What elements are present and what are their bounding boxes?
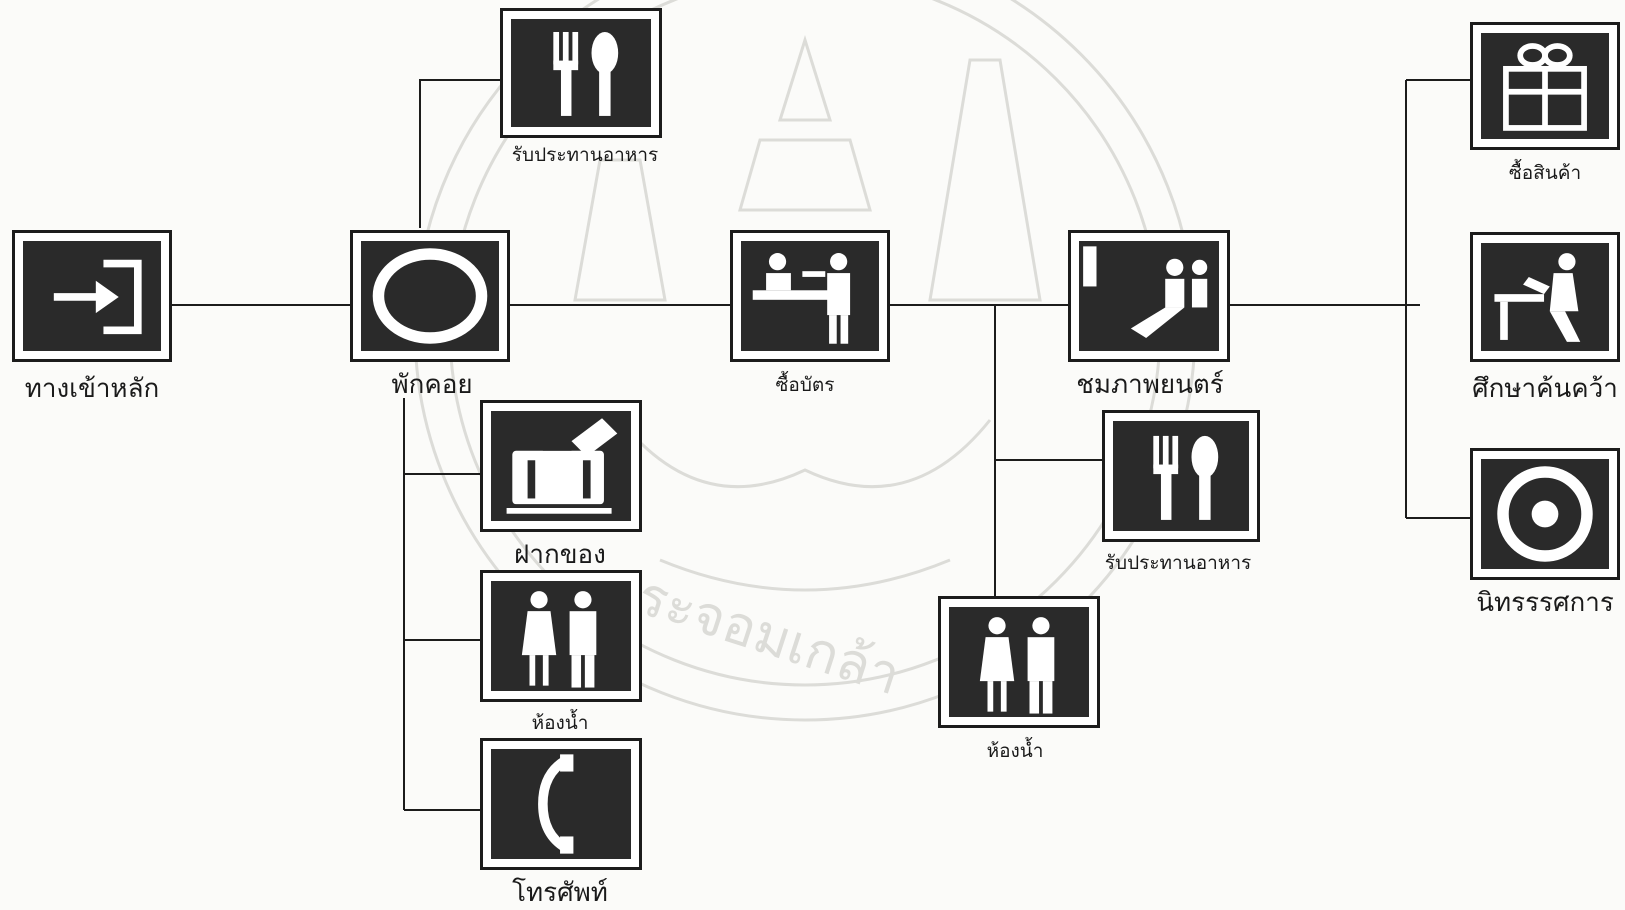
restroom-icon: [521, 591, 597, 688]
node-research: [1470, 232, 1620, 362]
label-ticket: ซื้อบัตร: [775, 374, 835, 396]
node-restroom-2: [938, 596, 1100, 728]
label-main-entrance: ทางเข้าหลัก: [24, 374, 160, 404]
ring-icon: [372, 248, 488, 344]
label-cinema: ชมภาพยนตร์: [1076, 370, 1224, 400]
luggage-icon: [506, 418, 618, 514]
node-restroom-1: [480, 570, 642, 702]
label-food-2: รับประทานอาหาร: [1104, 552, 1252, 574]
label-restroom-1: ห้องน้ำ: [531, 712, 589, 734]
label-luggage: ฝากของ: [514, 540, 606, 570]
node-shop: [1470, 22, 1620, 150]
label-research: ศึกษาค้นคว้า: [1472, 374, 1618, 404]
node-luggage: [480, 400, 642, 532]
node-food-2: [1102, 410, 1260, 542]
gift-box-icon: [1503, 43, 1587, 131]
node-ticket: [730, 230, 890, 362]
telephone-icon: [538, 754, 574, 854]
node-cinema: [1068, 230, 1230, 362]
entrance-arrow-icon: [53, 259, 142, 335]
ticket-counter-icon: [752, 253, 851, 344]
fork-spoon-icon: [553, 31, 619, 116]
node-telephone: [480, 738, 642, 870]
restroom-icon: [979, 617, 1055, 714]
node-exhibition: [1470, 448, 1620, 580]
label-restroom-2: ห้องน้ำ: [986, 740, 1044, 762]
label-shop: ซื้อสินค้า: [1508, 162, 1582, 184]
reading-desk-icon: [1494, 253, 1581, 342]
fork-spoon-icon: [1153, 435, 1219, 520]
node-main-entrance: [12, 230, 172, 362]
node-food-1: [500, 8, 662, 138]
label-telephone: โทรศัพท์: [512, 878, 608, 908]
label-exhibition: นิทรรรศการ: [1476, 588, 1614, 618]
cinema-seating-icon: [1083, 246, 1208, 338]
node-lounge: [350, 230, 510, 362]
target-icon: [1497, 466, 1593, 562]
label-food-1: รับประทานอาหาร: [511, 144, 659, 166]
label-lounge: พักคอย: [391, 370, 473, 400]
